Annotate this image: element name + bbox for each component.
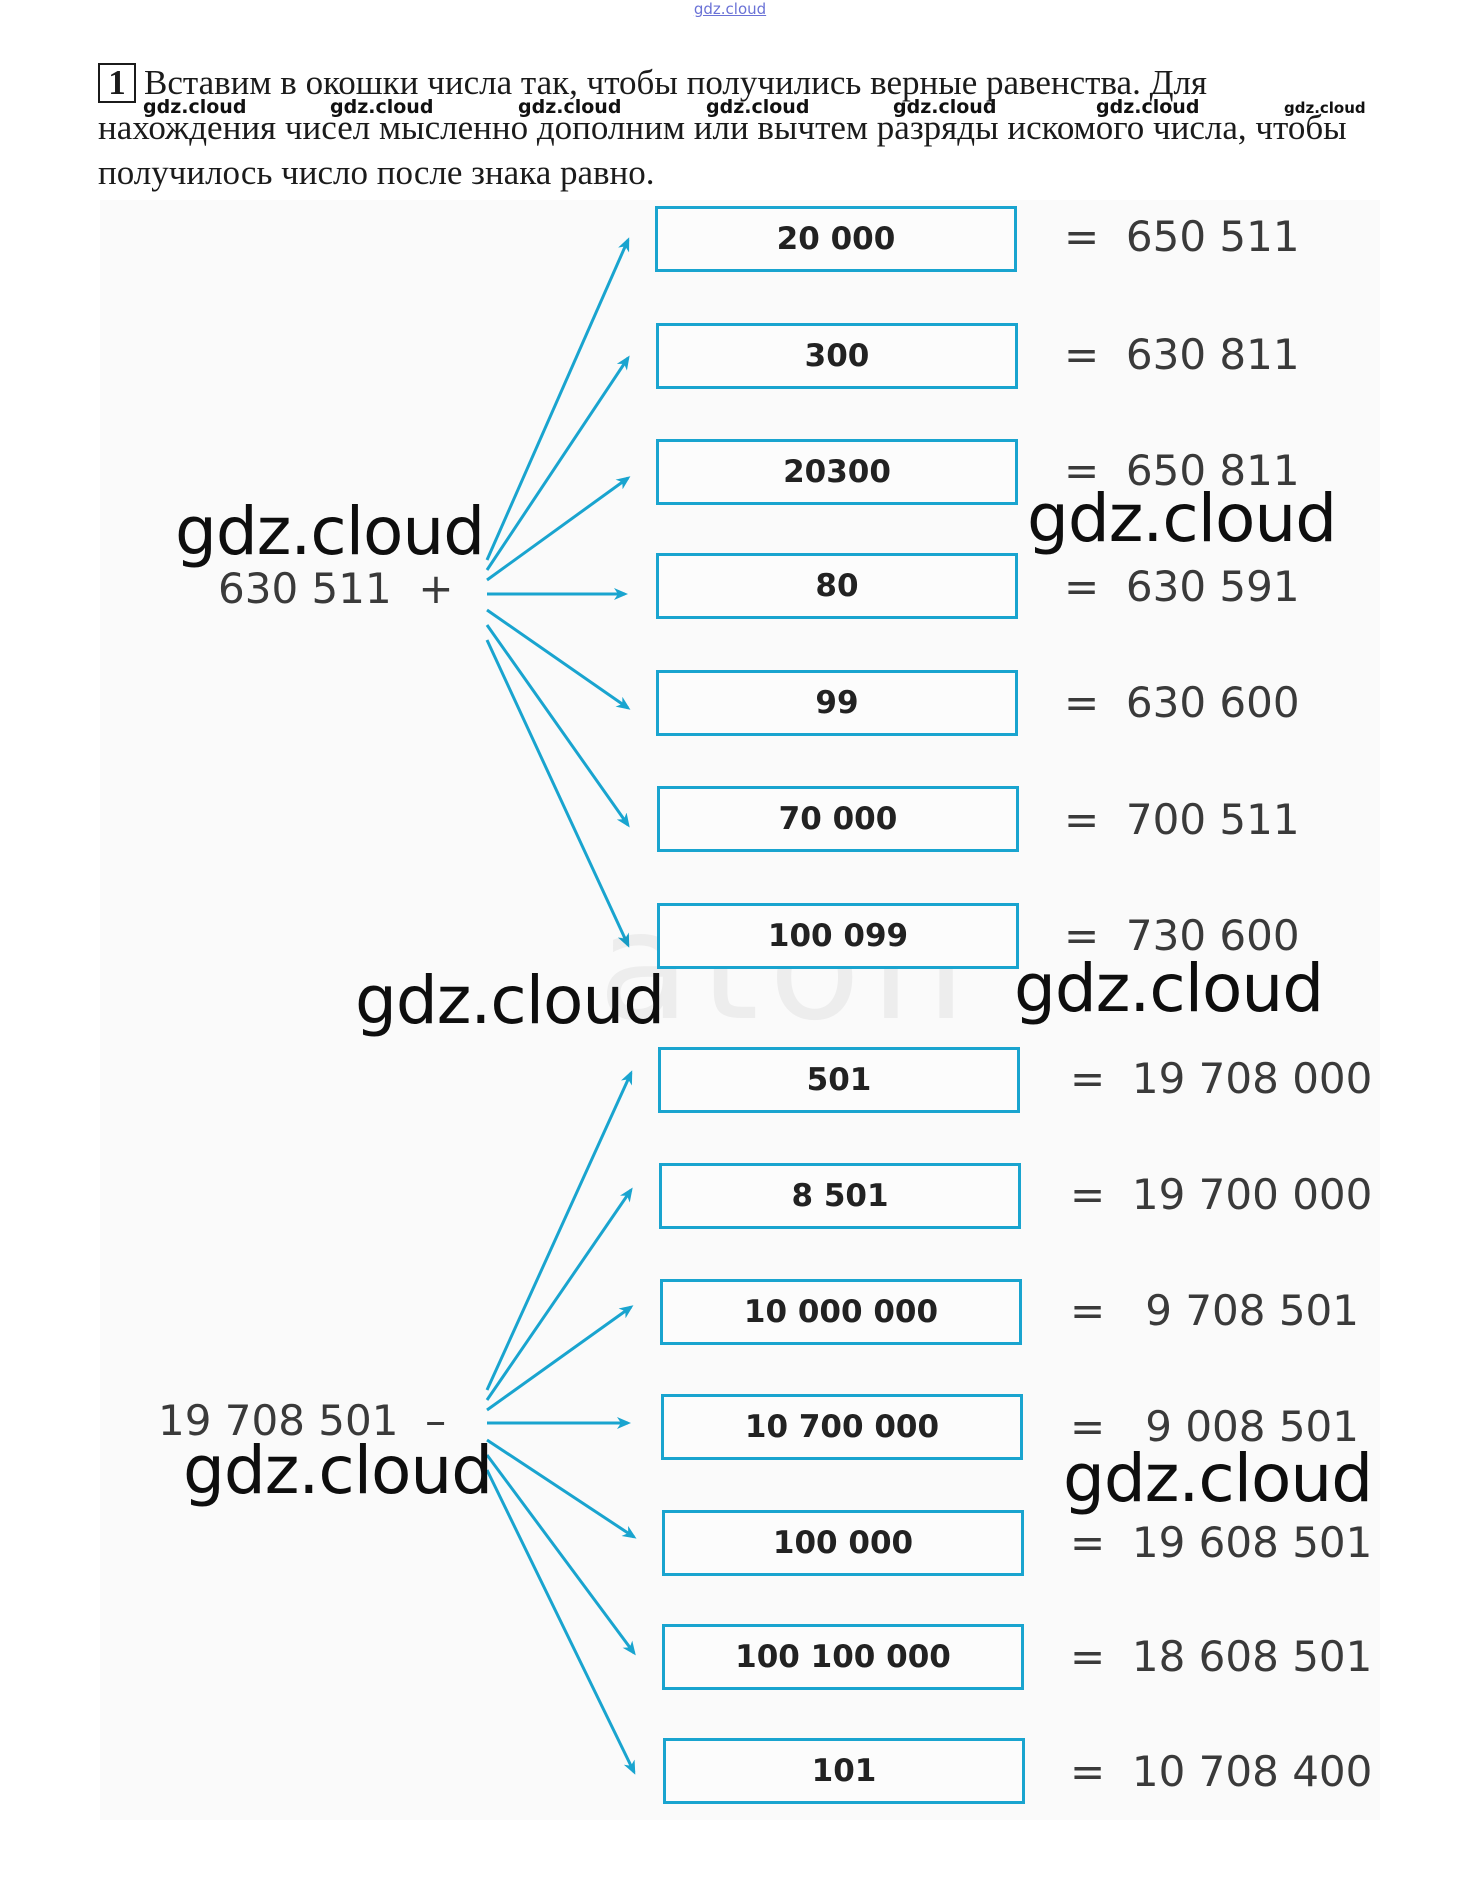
- watermark-small: gdz.cloud: [518, 96, 622, 118]
- arrow: [485, 355, 630, 571]
- equation-result: = 19 608 501: [1070, 1518, 1373, 1567]
- watermark-large: gdz.cloud: [1063, 1440, 1373, 1517]
- watermark-small: gdz.cloud: [1096, 96, 1200, 118]
- equation-result: = 9 708 501: [1070, 1286, 1359, 1335]
- answer-box[interactable]: 8 501: [659, 1163, 1021, 1229]
- arrow: [485, 237, 630, 561]
- arrow: [485, 624, 630, 828]
- base-minuend: 19 708 501 –: [158, 1396, 447, 1445]
- watermark-small: gdz.cloud: [706, 96, 810, 118]
- watermark-small: gdz.cloud: [330, 96, 434, 118]
- watermark-small: gdz.cloud: [1284, 99, 1366, 117]
- watermark-large: gdz.cloud: [183, 1432, 493, 1509]
- answer-box[interactable]: 70 000: [657, 786, 1019, 852]
- arrow: [485, 1469, 636, 1775]
- answer-box[interactable]: 20 000: [655, 206, 1017, 272]
- answer-box[interactable]: 100 100 000: [662, 1624, 1024, 1690]
- base-addend: 630 511 +: [218, 564, 454, 613]
- equation-result: = 700 511: [1064, 795, 1300, 844]
- answer-box[interactable]: 100 000: [662, 1510, 1024, 1576]
- answer-box[interactable]: 99: [656, 670, 1018, 736]
- arrow: [485, 1187, 633, 1401]
- equation-result: = 19 708 000: [1070, 1054, 1373, 1103]
- answer-box[interactable]: 10 700 000: [661, 1394, 1023, 1460]
- watermark-large: gdz.cloud: [175, 493, 485, 570]
- arrow: [486, 608, 631, 710]
- task-number: 1: [98, 63, 136, 103]
- arrow: [485, 639, 630, 948]
- arrow: [485, 1070, 633, 1391]
- equation-result: = 630 811: [1064, 330, 1300, 379]
- watermark-small: gdz.cloud: [893, 96, 997, 118]
- answer-box[interactable]: 501: [658, 1047, 1020, 1113]
- equation-result: = 650 811: [1064, 446, 1300, 495]
- equation-result: = 19 700 000: [1070, 1170, 1373, 1219]
- watermark-large: gdz.cloud: [1014, 950, 1324, 1027]
- header-link[interactable]: gdz.cloud: [693, 0, 767, 18]
- equation-result: = 650 511: [1064, 212, 1300, 261]
- equation-result: = 730 600: [1064, 911, 1300, 960]
- watermark-large: gdz.cloud: [1027, 480, 1337, 557]
- answer-box[interactable]: 100 099: [657, 903, 1019, 969]
- equation-result: = 18 608 501: [1070, 1632, 1373, 1681]
- arrow: [485, 1454, 636, 1656]
- answer-box[interactable]: 80: [656, 553, 1018, 619]
- arrow: [486, 1438, 637, 1539]
- watermark-large: gdz.cloud: [355, 962, 665, 1039]
- answer-box[interactable]: 101: [663, 1738, 1025, 1804]
- arrow: [486, 476, 631, 582]
- answer-box[interactable]: 10 000 000: [660, 1279, 1022, 1345]
- answer-box[interactable]: 20300: [656, 439, 1018, 505]
- task-text: Вставим в окошки числа так, чтобы получи…: [98, 63, 1347, 192]
- equation-result: = 630 591: [1064, 562, 1300, 611]
- equation-result: = 630 600: [1064, 678, 1300, 727]
- answer-box[interactable]: 300: [656, 323, 1018, 389]
- equation-result: = 10 708 400: [1070, 1747, 1373, 1796]
- equation-result: = 9 008 501: [1070, 1402, 1359, 1451]
- arrow: [486, 1305, 634, 1412]
- watermark-small: gdz.cloud: [143, 96, 247, 118]
